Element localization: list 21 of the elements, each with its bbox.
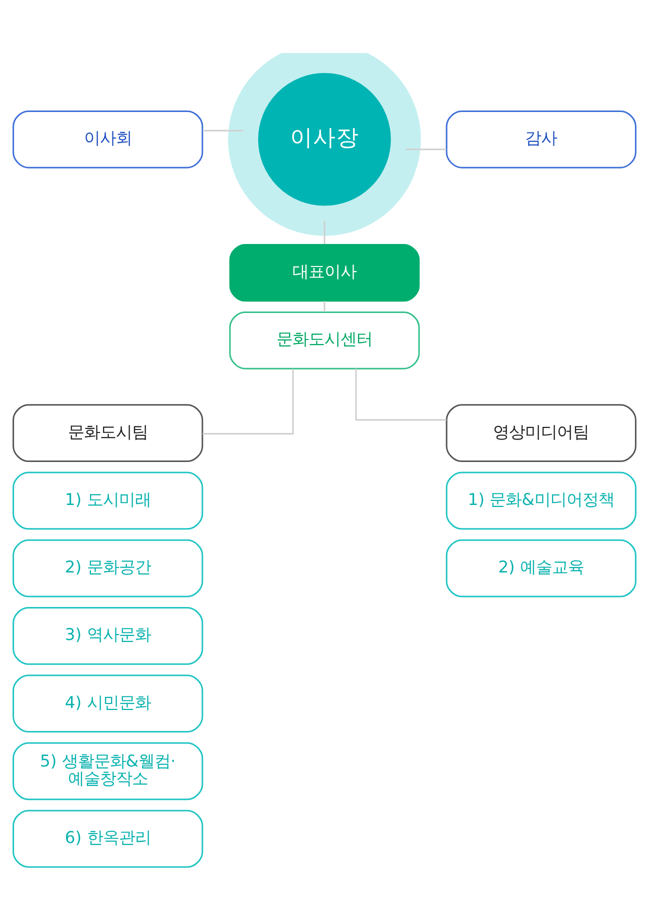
node-box: 6) 한옥관리 [12, 809, 204, 868]
node-box: 1) 도시미래 [12, 471, 204, 530]
connector [202, 368, 294, 434]
node-box: 1) 문화&미디어정책 [446, 471, 636, 530]
connector [202, 129, 244, 131]
connector [324, 300, 326, 312]
node-box: 3) 역사문화 [12, 606, 204, 664]
node-box: 문화도시팀 [12, 404, 204, 462]
node-box: 2) 문화공간 [12, 538, 204, 597]
node-box: 2) 예술교육 [446, 538, 636, 597]
connector [406, 148, 446, 150]
node-box: 감사 [446, 110, 636, 168]
connector [355, 368, 446, 420]
node-circle: 이사장 [228, 52, 421, 236]
node-box: 4) 시민문화 [12, 674, 204, 732]
node-box: 5) 생활문화&웰컴· 예술창작소 [12, 742, 204, 800]
node-box: 대표이사 [229, 243, 420, 302]
node-box: 영상미디어팀 [446, 404, 636, 462]
node-box: 문화도시센터 [229, 310, 420, 369]
connector [324, 220, 326, 244]
node-box: 이사회 [12, 110, 204, 168]
